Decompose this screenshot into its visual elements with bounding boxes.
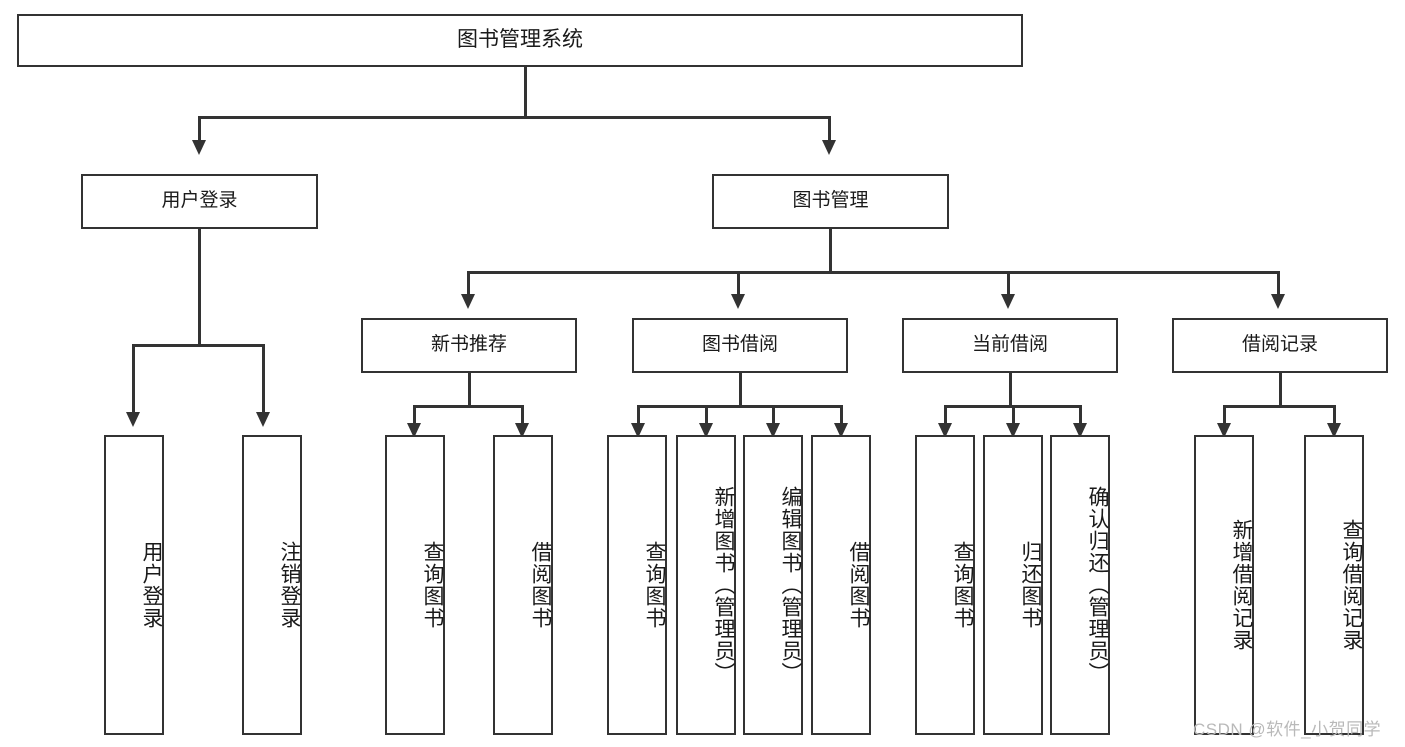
connector-br-drop-2 (1333, 405, 1336, 425)
connector-user-login-stem (198, 229, 201, 345)
connector-bm-drop-3 (1007, 271, 1010, 296)
node-leaf-query-borrow-record[interactable]: 查询借阅记录 (1304, 435, 1364, 735)
node-book-management[interactable]: 图书管理 (712, 174, 949, 229)
arrowhead-to-leaf-query-book-3 (938, 423, 952, 438)
connector-bb-drop-4 (840, 405, 843, 425)
node-leaf-logout-login[interactable]: 注销登录 (242, 435, 302, 735)
node-new-book-recommend[interactable]: 新书推荐 (361, 318, 577, 373)
connector-nb-drop-1 (413, 405, 416, 425)
node-leaf-borrow-book-2[interactable]: 借阅图书 (811, 435, 871, 735)
connector-bm-drop-4 (1277, 271, 1280, 296)
connector-root-bar (199, 116, 831, 119)
arrowhead-to-book-borrow (731, 294, 745, 309)
arrowhead-to-leaf-logout-login (256, 412, 270, 427)
connector-cb-drop-2 (1012, 405, 1015, 425)
connector-book-borrow-bar (638, 405, 842, 408)
arrowhead-to-leaf-add-borrow-record (1217, 423, 1231, 438)
connector-root-drop-left (198, 116, 201, 142)
connector-nb-drop-2 (521, 405, 524, 425)
arrowhead-to-leaf-borrow-book-1 (515, 423, 529, 438)
node-leaf-confirm-return[interactable]: 确认归还（管理员） (1050, 435, 1110, 735)
node-leaf-edit-book[interactable]: 编辑图书（管理员） (743, 435, 803, 735)
arrowhead-to-leaf-confirm-return (1073, 423, 1087, 438)
connector-borrow-record-stem (1279, 373, 1282, 407)
connector-user-login-bar (133, 344, 264, 347)
connector-cb-drop-1 (944, 405, 947, 425)
connector-bm-drop-2 (737, 271, 740, 296)
arrowhead-to-leaf-borrow-book-2 (834, 423, 848, 438)
node-current-borrow[interactable]: 当前借阅 (902, 318, 1118, 373)
connector-book-management-bar (468, 271, 1279, 274)
node-root-book-management-system[interactable]: 图书管理系统 (17, 14, 1023, 67)
node-leaf-add-book[interactable]: 新增图书（管理员） (676, 435, 736, 735)
arrowhead-to-leaf-query-borrow-record (1327, 423, 1341, 438)
arrowhead-to-leaf-query-book-1 (407, 423, 421, 438)
connector-new-book-bar (414, 405, 523, 408)
arrowhead-to-book-management (822, 140, 836, 155)
node-leaf-add-borrow-record[interactable]: 新增借阅记录 (1194, 435, 1254, 735)
node-leaf-query-book-3[interactable]: 查询图书 (915, 435, 975, 735)
node-leaf-return-book[interactable]: 归还图书 (983, 435, 1043, 735)
arrowhead-to-leaf-user-login (126, 412, 140, 427)
connector-user-login-drop-1 (132, 344, 135, 414)
connector-bm-drop-1 (467, 271, 470, 296)
connector-current-borrow-stem (1009, 373, 1012, 407)
arrowhead-to-borrow-record (1271, 294, 1285, 309)
connector-bb-drop-3 (772, 405, 775, 425)
connector-user-login-drop-2 (262, 344, 265, 414)
connector-borrow-record-bar (1224, 405, 1335, 408)
arrowhead-to-leaf-query-book-2 (631, 423, 645, 438)
node-borrow-record[interactable]: 借阅记录 (1172, 318, 1388, 373)
connector-bb-drop-1 (637, 405, 640, 425)
connector-br-drop-1 (1223, 405, 1226, 425)
connector-bb-drop-2 (705, 405, 708, 425)
node-leaf-borrow-book-1[interactable]: 借阅图书 (493, 435, 553, 735)
connector-book-borrow-stem (739, 373, 742, 407)
connector-root-stem (524, 67, 527, 118)
node-leaf-query-book-1[interactable]: 查询图书 (385, 435, 445, 735)
arrowhead-to-leaf-edit-book (766, 423, 780, 438)
connector-new-book-stem (468, 373, 471, 407)
node-user-login[interactable]: 用户登录 (81, 174, 318, 229)
node-book-borrow[interactable]: 图书借阅 (632, 318, 848, 373)
arrowhead-to-leaf-return-book (1006, 423, 1020, 438)
arrowhead-to-user-login (192, 140, 206, 155)
arrowhead-to-current-borrow (1001, 294, 1015, 309)
connector-root-drop-right (828, 116, 831, 142)
connector-book-management-stem (829, 229, 832, 273)
connector-cb-drop-3 (1079, 405, 1082, 425)
arrowhead-to-new-book-recommend (461, 294, 475, 309)
csdn-watermark: CSDN @软件_小贺同学 (1193, 720, 1382, 739)
node-leaf-query-book-2[interactable]: 查询图书 (607, 435, 667, 735)
arrowhead-to-leaf-add-book (699, 423, 713, 438)
node-leaf-user-login[interactable]: 用户登录 (104, 435, 164, 735)
